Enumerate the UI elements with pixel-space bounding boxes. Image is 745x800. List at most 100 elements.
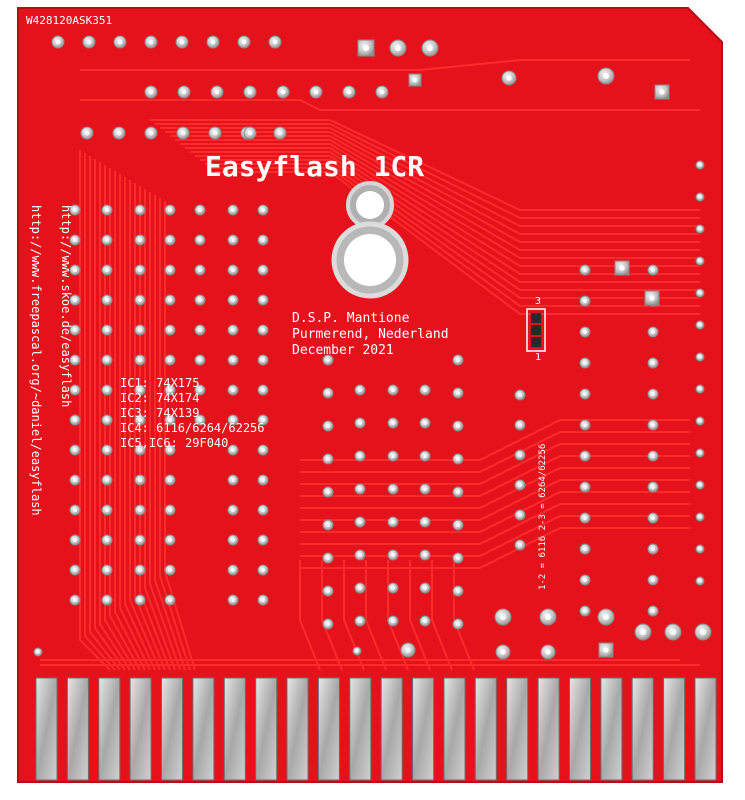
drill-hole [423, 421, 427, 425]
drill-hole [391, 520, 395, 524]
drill-hole [651, 330, 655, 334]
drill-hole [231, 238, 235, 242]
drill-hole [105, 358, 109, 362]
trace [150, 119, 700, 211]
trace [154, 195, 186, 671]
drill-hole [231, 568, 235, 572]
drill-hole [277, 130, 283, 136]
drill-hole [699, 628, 707, 636]
drill-hole [231, 358, 235, 362]
trace [99, 162, 131, 671]
drill-hole [231, 538, 235, 542]
drill-hole [583, 268, 587, 272]
drill-hole [379, 89, 385, 95]
trace [155, 123, 700, 219]
drill-hole [168, 298, 172, 302]
edge-contact [631, 677, 654, 781]
drill-hole [358, 520, 362, 524]
drill-hole [456, 391, 460, 395]
drill-hole [358, 586, 362, 590]
drill-hole [261, 238, 265, 242]
drill-hole [105, 268, 109, 272]
drill-hole [423, 619, 427, 623]
drill-hole [698, 483, 702, 487]
edge-contact [600, 677, 623, 781]
drill-hole [73, 418, 77, 422]
drill-hole [412, 77, 418, 83]
drill-hole [117, 39, 123, 45]
drill-hole [362, 44, 370, 52]
trace [129, 180, 161, 671]
drill-hole [105, 238, 109, 242]
drill-hole [698, 163, 702, 167]
drill-hole [73, 208, 77, 212]
drill-hole [198, 388, 202, 392]
drill-hole [649, 295, 655, 301]
drill-hole [105, 388, 109, 392]
drill-hole [583, 392, 587, 396]
drill-hole [456, 556, 460, 560]
trace [365, 560, 387, 671]
drill-hole [138, 388, 142, 392]
drill-hole [168, 508, 172, 512]
drill-hole [698, 515, 702, 519]
drill-hole [179, 39, 185, 45]
ic-list-2: IC2: 74X174 [120, 391, 199, 405]
drill-hole [198, 328, 202, 332]
drill-hole [518, 393, 522, 397]
ic-list-4: IC4: 6116/6264/62256 [120, 421, 265, 435]
trace [321, 560, 343, 671]
trace [139, 186, 171, 671]
drill-hole [426, 44, 434, 52]
drill-hole [391, 421, 395, 425]
drill-hole [105, 448, 109, 452]
drill-hole [261, 268, 265, 272]
drill-hole [583, 578, 587, 582]
drill-hole [651, 485, 655, 489]
drill-hole [391, 388, 395, 392]
drill-hole [391, 553, 395, 557]
drill-hole [583, 485, 587, 489]
drill-hole [423, 553, 427, 557]
drill-hole [198, 208, 202, 212]
board-title: Easyflash 1CR [205, 150, 424, 183]
drill-hole [231, 478, 235, 482]
drill-hole [698, 195, 702, 199]
drill-hole [619, 265, 625, 271]
drill-hole [168, 268, 172, 272]
url-freepascal: http://www.freepascal.org/~daniel/easyfl… [29, 205, 43, 516]
trace [134, 183, 166, 671]
trace [431, 560, 453, 671]
drill-hole [138, 478, 142, 482]
drill-hole [168, 328, 172, 332]
drill-hole [261, 208, 265, 212]
jumper-block [526, 308, 546, 352]
drill-hole [698, 291, 702, 295]
drill-hole [138, 508, 142, 512]
drill-hole [148, 130, 154, 136]
drill-hole [651, 516, 655, 520]
drill-hole [105, 508, 109, 512]
drill-hole [423, 454, 427, 458]
drill-hole [583, 547, 587, 551]
edge-contact [192, 677, 215, 781]
trace [104, 165, 136, 671]
drill-hole [518, 543, 522, 547]
drill-hole [583, 299, 587, 303]
drill-hole [212, 130, 218, 136]
drill-hole [456, 457, 460, 461]
drill-hole [326, 490, 330, 494]
drill-hole [261, 328, 265, 332]
drill-hole [500, 649, 506, 655]
edge-contact [537, 677, 560, 781]
drill-hole [326, 424, 330, 428]
drill-hole [198, 418, 202, 422]
edge-contact [286, 677, 309, 781]
edge-contact [380, 677, 403, 781]
drill-hole [231, 268, 235, 272]
trace [114, 171, 146, 671]
author-name: D.S.P. Mantione [292, 311, 410, 326]
drill-hole [456, 424, 460, 428]
drill-hole [261, 508, 265, 512]
edge-contact [35, 677, 58, 781]
